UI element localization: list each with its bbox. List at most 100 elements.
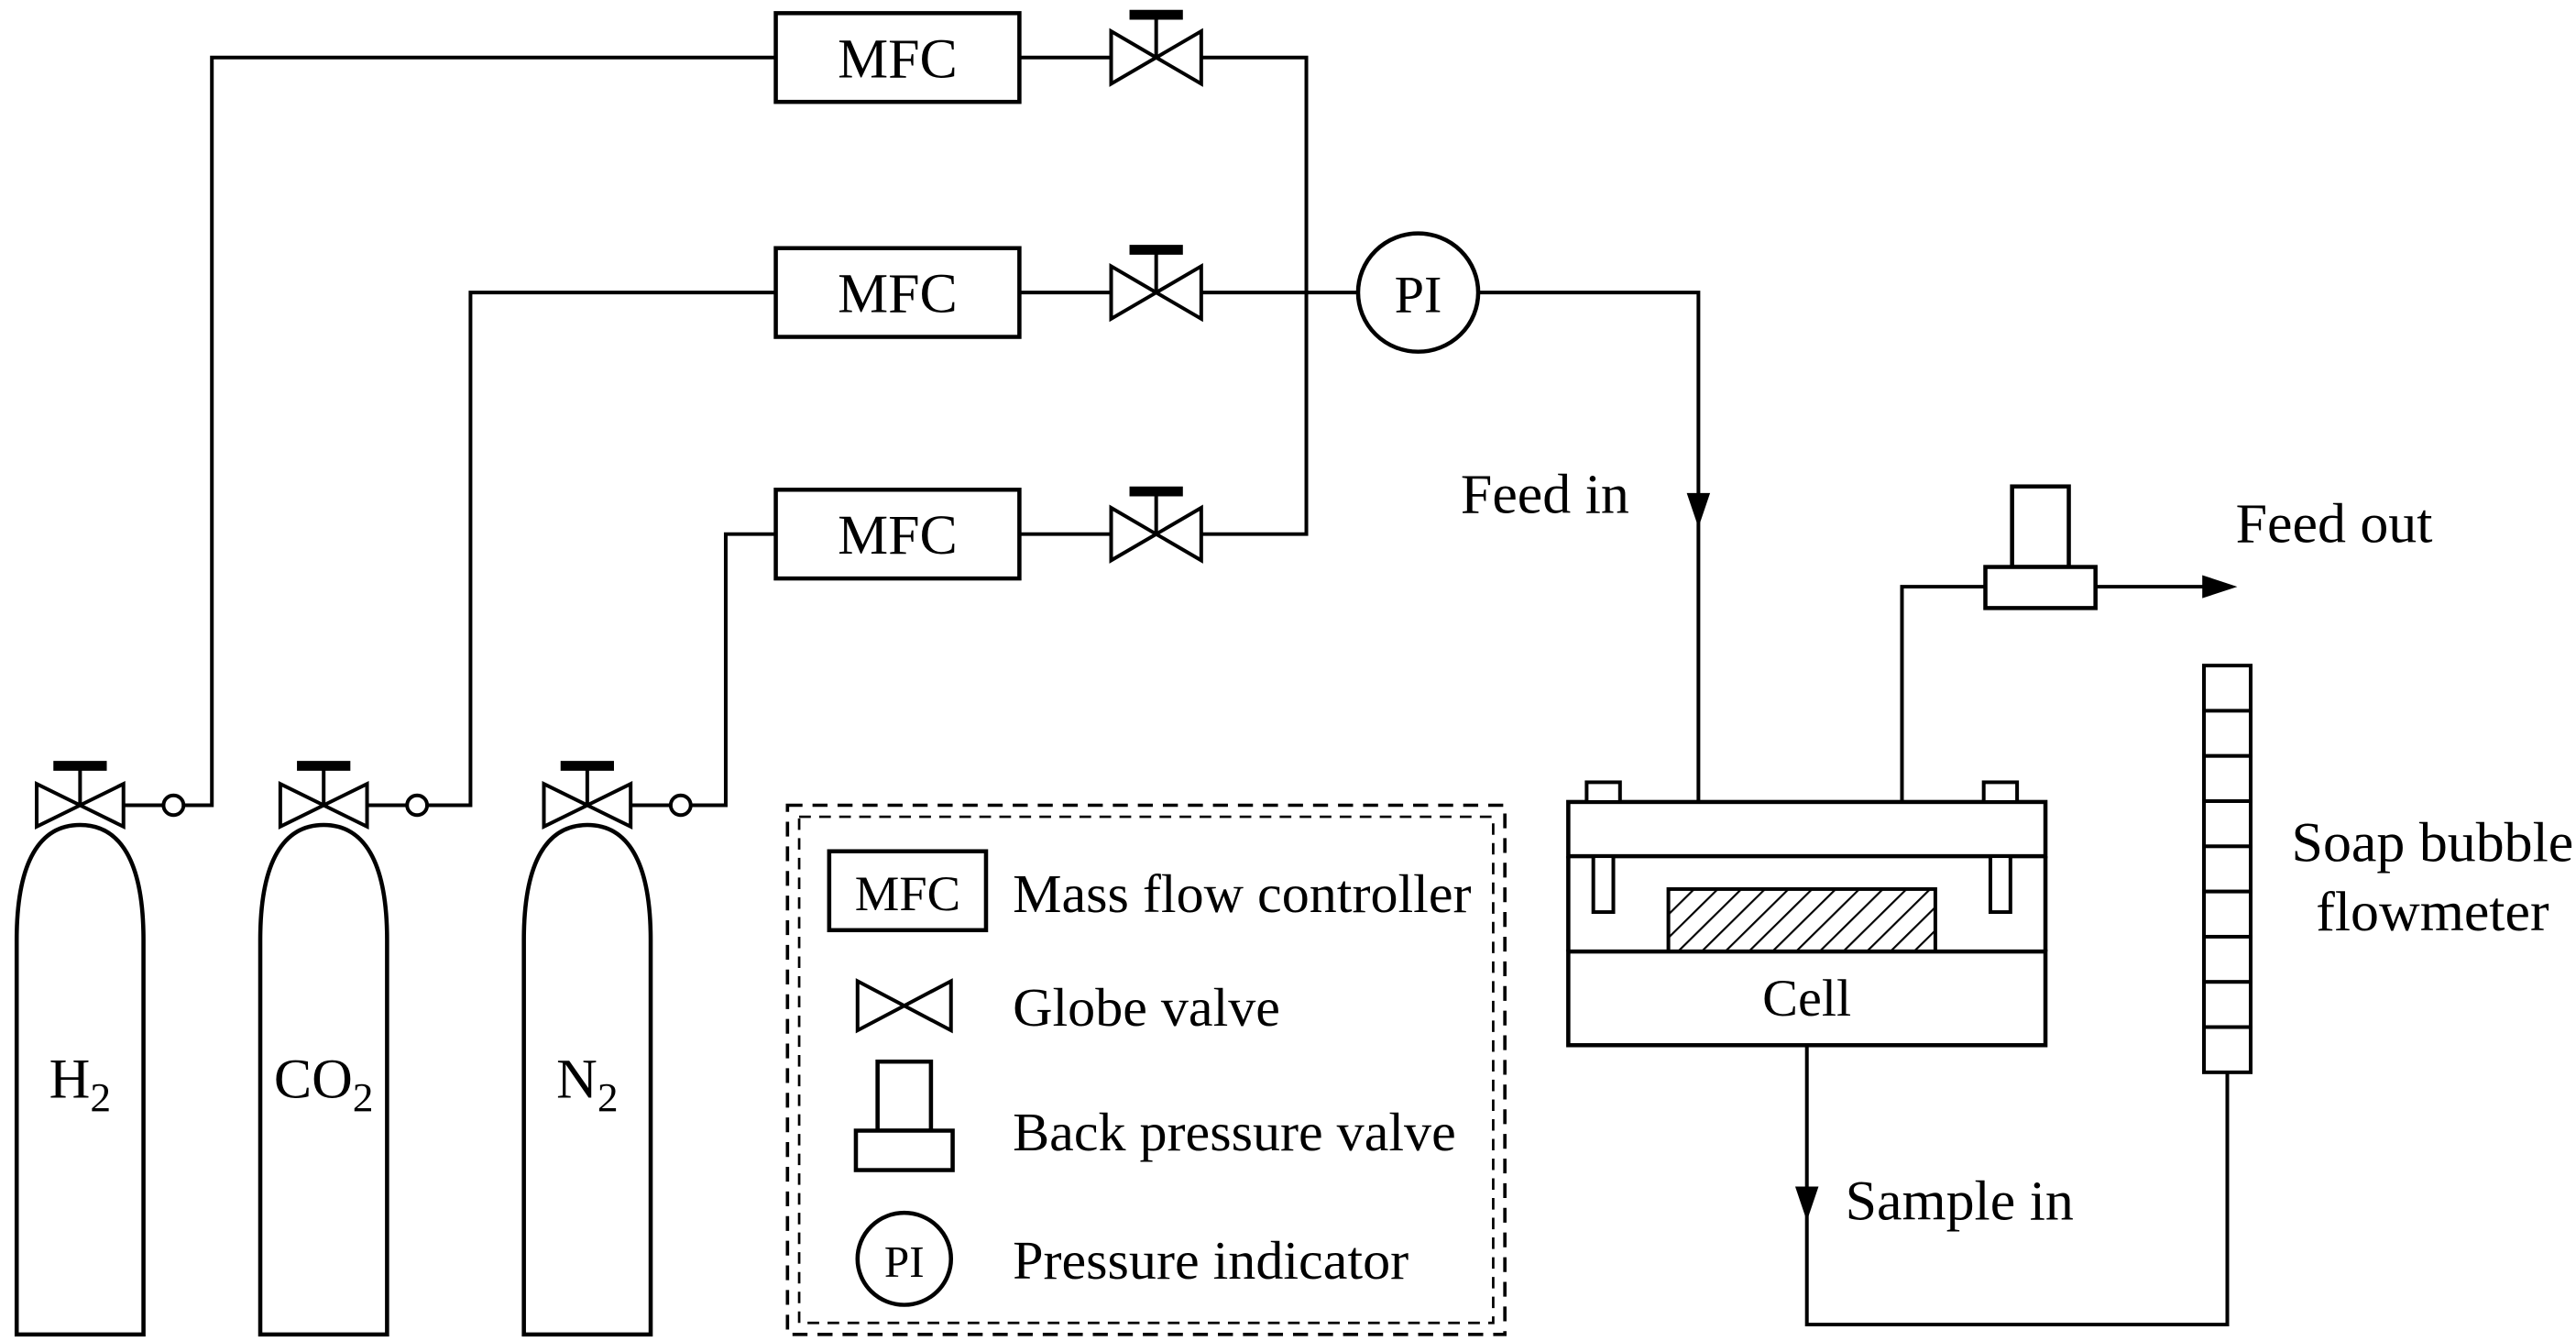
globe-valve-icon [855,978,909,1034]
feed-in-label: Feed in [1461,464,1629,525]
bolt-icon [1584,780,1622,804]
pressure-indicator-icon [855,1210,954,1307]
legend-item-pressure-indicator: PI Pressure indicator [855,1210,1409,1307]
flow-arrows [1686,492,2238,1222]
legend-item-label: Back pressure valve [1013,1102,1456,1161]
outlet-fitting-icon [405,793,430,818]
globe-valve-icon [1109,27,1160,87]
cylinder-valve-icon [319,781,369,830]
gas-cylinder-co2: CO2 [258,761,430,1337]
feed-out-arrow-icon [2202,575,2238,599]
flowmeter-segment [2202,934,2253,984]
flowmeter-label-line1: Soap bubble [2292,812,2574,874]
back-pressure-valve-icon [875,1059,934,1133]
legend-item-mfc: MFC Mass flow controller [827,849,1472,933]
legend-item-label: Pressure indicator [1013,1230,1409,1290]
gas-cylinder-h2: H2 [14,761,186,1337]
sample-in-arrow-icon [1794,1186,1819,1222]
pressure-indicator: PI [1355,231,1481,354]
legend-item-label: Globe valve [1013,977,1280,1037]
flowmeter-segment [2202,753,2253,804]
cell-top-plate [1566,799,2048,859]
mfc-box [773,246,1022,339]
cylinder-valve-icon [75,781,126,830]
mfc-label: MFC [838,505,958,566]
legend-outer-border [785,803,1507,1336]
cylinder-label-n2: N2 [556,1049,618,1120]
cylinder-label-co2: CO2 [274,1049,374,1120]
membrane-hatched-area [1666,886,1937,954]
gas-symbol: H [49,1049,91,1110]
bolt-shaft-icon [1591,854,1616,915]
mfc-label: MFC [838,263,958,324]
mfc-box-3: MFC [773,488,1022,581]
mfc-label: MFC [838,28,958,90]
flowmeter-segment [2202,664,2253,713]
cylinder-valve-icon [583,781,633,830]
flowmeter-segment [2202,1025,2253,1074]
pipe-valve1-to-header [1200,55,1309,293]
pipe-valve3-to-header [1200,292,1309,536]
sample-in-label: Sample in [1846,1171,2074,1232]
globe-valve-2 [1109,245,1203,323]
cylinder-body [258,822,389,1337]
cylinder-body [521,822,653,1337]
cell-label: Cell [1762,968,1851,1027]
mfc-box-2: MFC [773,246,1022,339]
flowmeter-segment [2202,980,2253,1029]
back-pressure-valve-base [1983,565,2098,610]
globe-valve-icon [1152,27,1203,87]
membrane-cell: Cell [1566,780,2048,1048]
legend-item-label: Mass flow controller [1013,863,1472,923]
pressure-indicator-icon [1355,231,1481,354]
mfc-box-icon [827,849,989,933]
globe-valve-3 [1109,486,1203,564]
back-pressure-valve-base [853,1128,955,1172]
gas-cylinder-n2: N2 [521,761,693,1337]
legend-mfc-symbol-label: MFC [855,867,960,922]
cylinder-valve-icon [35,781,84,830]
globe-valve-icon [900,978,953,1034]
cylinder-valve-icon [542,781,592,830]
back-pressure-valve-icon [2010,484,2071,569]
cell-lower-body [1566,949,2048,1048]
legend-item-back-pressure-valve: Back pressure valve [853,1059,1456,1172]
gas-subscript: 2 [597,1074,619,1120]
globe-valve-icon [1152,504,1203,564]
pipe-pi-to-cell-feed [1478,291,1701,802]
mfc-box [773,488,1022,581]
pipe-h2-to-mfc1 [183,55,776,808]
legend-pi-symbol-label: PI [884,1237,925,1287]
gas-symbol: CO [274,1049,353,1110]
legend: MFC Mass flow controller Globe valve Bac… [785,803,1507,1336]
flowmeter-label-line2: flowmeter [2316,881,2549,942]
cylinder-valve-icon [278,781,328,830]
globe-valve-icon [1109,504,1160,564]
back-pressure-valve [1983,484,2098,610]
bolt-icon [1981,780,2020,804]
feed-out-label: Feed out [2236,493,2433,555]
globe-valve-icon [1109,262,1160,323]
flowmeter-segment [2202,889,2253,939]
mfc-box-1: MFC [773,11,1022,104]
outlet-fitting-icon [668,793,693,818]
flowmeter-segment [2202,844,2253,894]
pipe-n2-to-mfc3 [690,532,776,808]
globe-valve-icon [1152,262,1203,323]
pi-label: PI [1395,265,1442,324]
pipe-cell-to-bpv [1900,585,1986,802]
legend-inner-border [797,815,1495,1325]
bolt-shaft-icon [1988,854,2012,915]
pipe-cell-to-flowmeter [1804,1045,2230,1327]
legend-item-globe-valve: Globe valve [855,977,1280,1038]
gas-subscript: 2 [353,1074,374,1120]
cylinder-label-h2: H2 [49,1049,111,1120]
pipes [183,55,2230,1327]
mfc-box [773,11,1022,104]
flowmeter-segment [2202,709,2253,758]
outlet-fitting-icon [161,793,186,818]
feed-in-arrow-icon [1686,492,1711,528]
gas-symbol: N [556,1049,597,1110]
